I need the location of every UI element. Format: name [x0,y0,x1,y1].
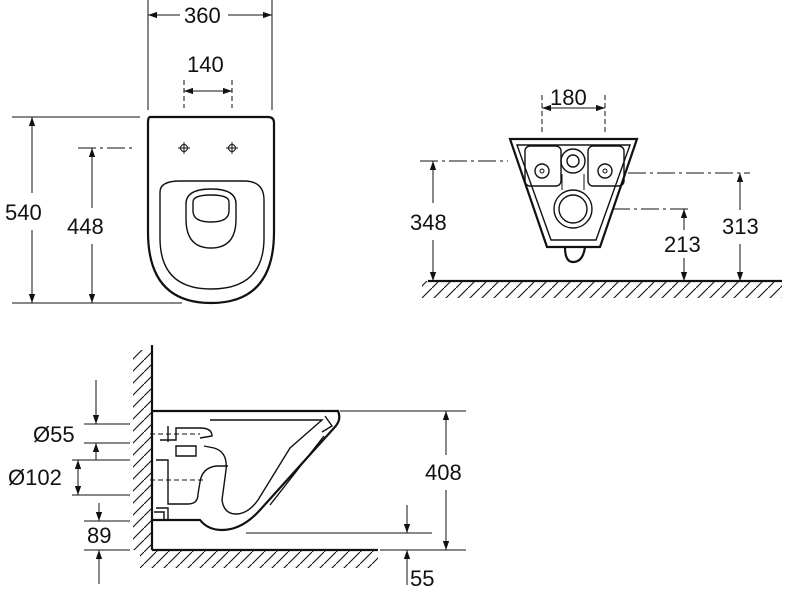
side-body-outline [152,409,341,532]
top-view: 360 140 540 448 [5,0,276,305]
side-view: Ø55 Ø102 89 408 55 [8,345,466,591]
side-bowl-inner [203,419,324,515]
dim-total-length: 540 [5,200,42,225]
dim-bolt-spacing: 140 [187,52,224,77]
dim-outlet-height: 313 [722,214,759,239]
bowl-opening [185,188,237,249]
wall-hatch [133,350,152,550]
side-rim [321,415,334,433]
dim-rear-bolt-spacing: 180 [550,85,587,110]
rear-view: 180 348 313 213 [410,85,782,298]
bowl-rim [159,180,265,290]
rear-foot [563,246,587,264]
bowl-trap [192,194,230,223]
rear-body-outline [508,137,639,249]
rear-bolt-left-icon [534,163,550,179]
bolt-right-icon [226,142,238,154]
bolt-left-icon [178,142,190,154]
rear-inlet-icon [560,148,586,174]
dim-inlet-diameter: Ø55 [33,422,75,447]
dim-bolt-height: 448 [67,214,104,239]
dim-rear-height: 348 [410,210,447,235]
bowl-outline [146,115,276,305]
dim-top-width: 360 [184,3,221,28]
rear-bolt-right-icon [597,163,613,179]
dim-side-height: 408 [425,460,462,485]
dim-bottom-offset: 55 [410,566,434,591]
rear-outlet-icon [553,189,593,229]
rear-body-inner [516,144,631,241]
floor-hatch-rear [422,281,782,298]
dim-outlet-center: 213 [664,232,701,257]
dim-outlet-diameter: Ø102 [8,465,62,490]
floor-hatch-side [140,550,378,568]
dim-bottom-clearance: 89 [87,523,111,548]
